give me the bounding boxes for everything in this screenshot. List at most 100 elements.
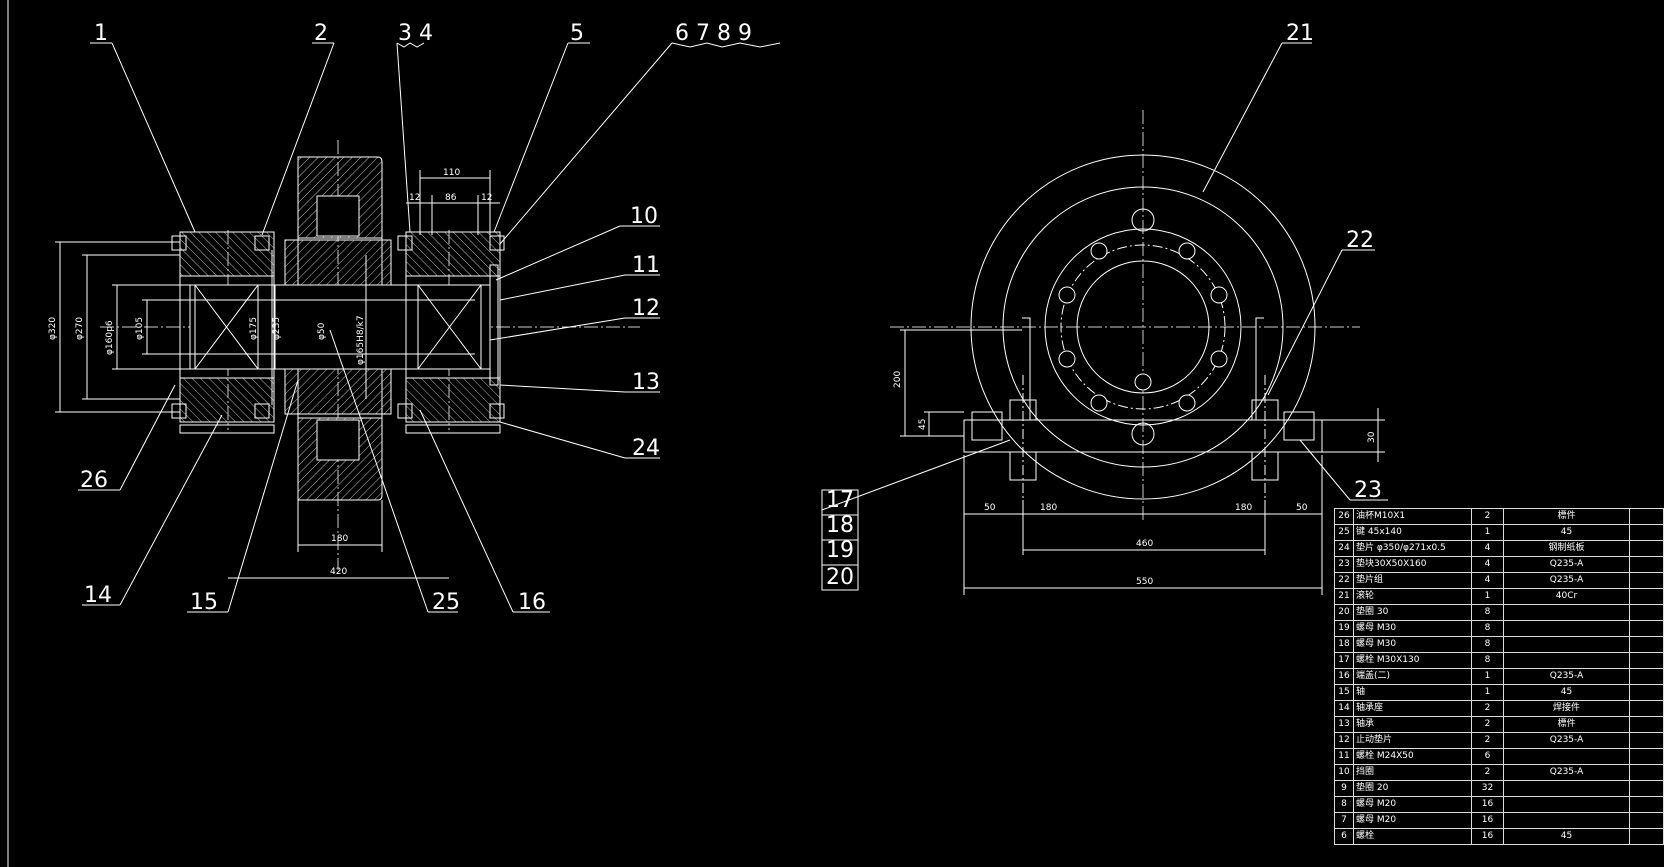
bom-cell-no: 19 — [1334, 620, 1354, 637]
balloon-25: 25 — [432, 590, 460, 615]
bom-cell-remarks — [1629, 780, 1664, 797]
balloon-22: 22 — [1346, 228, 1374, 253]
bom-cell-material: 40Cr — [1503, 588, 1630, 605]
bom-cell-no: 18 — [1334, 636, 1354, 653]
bom-cell-no: 11 — [1334, 748, 1354, 765]
bom-cell-name: 螺栓 — [1353, 828, 1472, 845]
bom-cell-qty: 8 — [1471, 636, 1504, 653]
bom-cell-qty: 8 — [1471, 652, 1504, 669]
bom-cell-qty: 2 — [1471, 700, 1504, 717]
bom-cell-remarks — [1629, 668, 1664, 685]
balloon-23: 23 — [1354, 478, 1382, 503]
bom-cell-no: 23 — [1334, 556, 1354, 573]
dim-420: 420 — [330, 567, 347, 577]
balloon-1: 1 — [94, 21, 108, 46]
bom-cell-qty: 1 — [1471, 684, 1504, 701]
bom-cell-qty: 32 — [1471, 780, 1504, 797]
bom-cell-remarks — [1629, 540, 1664, 557]
bom-cell-remarks — [1629, 684, 1664, 701]
bom-cell-qty: 8 — [1471, 620, 1504, 637]
bom-cell-material: 45 — [1503, 828, 1630, 845]
bom-cell-remarks — [1629, 732, 1664, 749]
dim-phi270: φ270 — [75, 317, 85, 340]
dim-50-right: 50 — [1296, 503, 1308, 513]
bom-cell-name: 滚轮 — [1353, 588, 1472, 605]
balloon-3-4: 3 4 — [398, 21, 433, 46]
bom-cell-name: 垫块30X50X160 — [1353, 556, 1472, 573]
dim-30: 30 — [1367, 431, 1377, 443]
balloon-13: 13 — [632, 370, 660, 395]
bom-cell-name: 螺母 M30 — [1353, 636, 1472, 653]
bom-cell-qty: 1 — [1471, 524, 1504, 541]
dim-180-right: 180 — [1235, 503, 1252, 513]
bom-cell-no: 21 — [1334, 588, 1354, 605]
bom-cell-remarks — [1629, 828, 1664, 845]
bom-cell-remarks — [1629, 748, 1664, 765]
bom-cell-qty: 2 — [1471, 716, 1504, 733]
bom-cell-remarks — [1629, 508, 1664, 525]
dim-phi165: φ165H8/k7 — [356, 315, 366, 365]
balloon-2: 2 — [314, 21, 328, 46]
dim-86: 86 — [445, 193, 457, 203]
bom-cell-material — [1503, 780, 1630, 797]
bom-cell-material: Q235-A — [1503, 556, 1630, 573]
dim-12-right: 12 — [481, 193, 492, 203]
end-view — [890, 110, 1385, 595]
bom-cell-name: 轴承座 — [1353, 700, 1472, 717]
bom-cell-no: 26 — [1334, 508, 1354, 525]
bom-cell-qty: 1 — [1471, 588, 1504, 605]
bom-cell-name: 垫片组 — [1353, 572, 1472, 589]
bom-cell-name: 端盖(二) — [1353, 668, 1472, 685]
bom-cell-no: 12 — [1334, 732, 1354, 749]
bom-cell-material: 钢制纸板 — [1503, 540, 1630, 557]
bom-cell-name: 垫圈 20 — [1353, 780, 1472, 797]
bom-cell-qty: 8 — [1471, 604, 1504, 621]
bom-cell-no: 20 — [1334, 604, 1354, 621]
bom-cell-material — [1503, 604, 1630, 621]
bom-cell-no: 13 — [1334, 716, 1354, 733]
bom-cell-remarks — [1629, 572, 1664, 589]
bom-cell-material: Q235-A — [1503, 732, 1630, 749]
bom-cell-name: 轴承 — [1353, 716, 1472, 733]
dim-phi320: φ320 — [48, 317, 58, 340]
bom-cell-no: 22 — [1334, 572, 1354, 589]
bom-cell-material: 標件 — [1503, 716, 1630, 733]
bom-cell-name: 螺母 M20 — [1353, 812, 1472, 829]
bom-cell-remarks — [1629, 524, 1664, 541]
balloon-12: 12 — [632, 296, 660, 321]
bom-cell-qty: 4 — [1471, 540, 1504, 557]
bom-cell-material — [1503, 652, 1630, 669]
bom-cell-material — [1503, 636, 1630, 653]
section-view — [55, 140, 640, 579]
dim-phi105: φ105 — [135, 317, 145, 340]
bom-cell-no: 9 — [1334, 780, 1354, 797]
bom-cell-qty: 1 — [1471, 668, 1504, 685]
bom-cell-no: 15 — [1334, 684, 1354, 701]
bom-cell-remarks — [1629, 716, 1664, 733]
bom-cell-no: 14 — [1334, 700, 1354, 717]
bom-cell-material — [1503, 812, 1630, 829]
balloon-5: 5 — [570, 21, 584, 46]
bom-cell-remarks — [1629, 604, 1664, 621]
balloon-18: 18 — [826, 513, 854, 538]
dim-phi50: φ50 — [317, 322, 327, 340]
bom-cell-qty: 2 — [1471, 764, 1504, 781]
bom-cell-name: 螺母 M30 — [1353, 620, 1472, 637]
